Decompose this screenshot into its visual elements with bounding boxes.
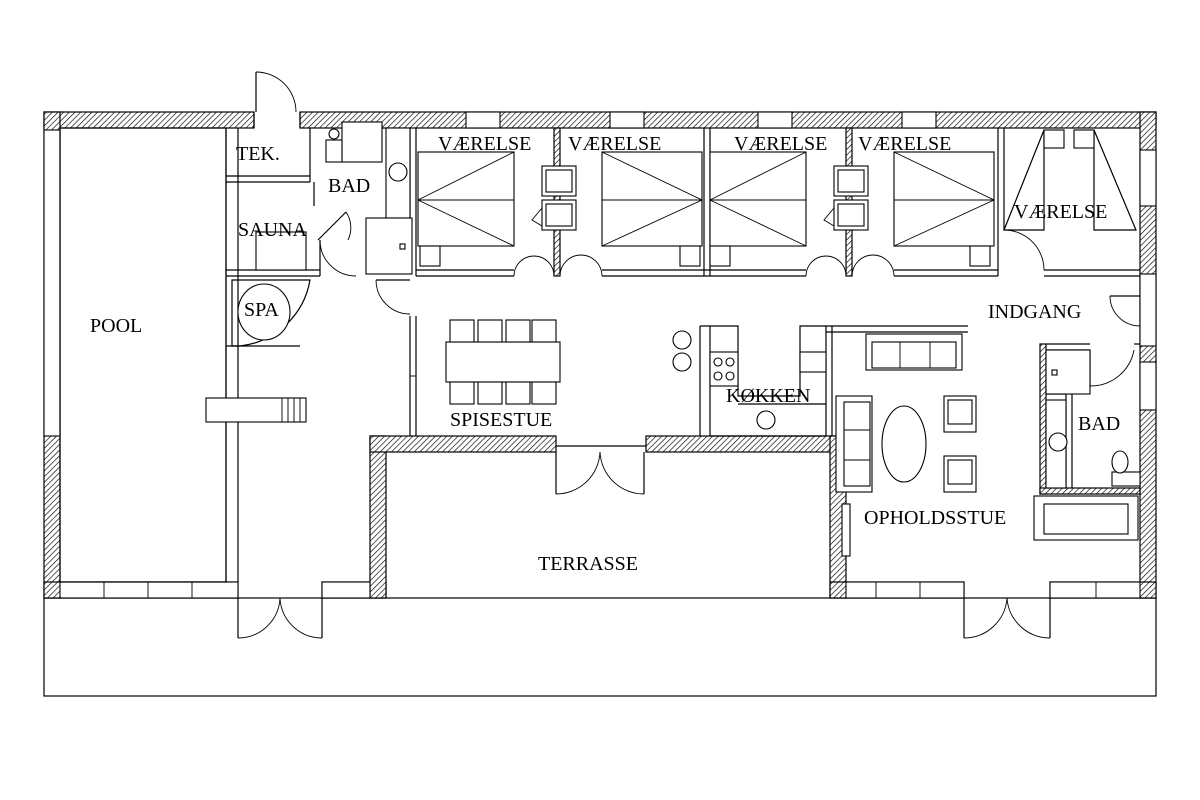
room-label-sauna: SAUNA: [238, 219, 307, 241]
bed: [893, 151, 995, 247]
doors: [237, 71, 1141, 639]
room-label-bad-1: BAD: [328, 175, 370, 197]
room-label-koekken: KØKKEN: [726, 385, 810, 407]
bed: [417, 151, 515, 247]
room-label-vaerelse-2: VÆRELSE: [568, 133, 661, 155]
room-label-vaerelse-5: VÆRELSE: [1014, 201, 1107, 223]
furniture: [205, 121, 1141, 557]
room-label-vaerelse-3: VÆRELSE: [734, 133, 827, 155]
room-label-opholdsstue: OPHOLDSSTUE: [864, 507, 1006, 529]
room-label-spisestue: SPISESTUE: [450, 409, 552, 431]
room-labels: POOL TEK. BAD SAUNA SPA VÆRELSE VÆRELSE …: [90, 133, 1120, 575]
room-label-bad-2: BAD: [1078, 413, 1120, 435]
room-label-terrasse: TERRASSE: [538, 553, 638, 575]
room-label-vaerelse-1: VÆRELSE: [438, 133, 531, 155]
dining-table: [445, 341, 561, 383]
room-label-indgang: INDGANG: [988, 301, 1081, 323]
bed: [601, 151, 703, 247]
terrace-outline: [43, 597, 1157, 697]
bed: [709, 151, 807, 247]
room-label-pool: POOL: [90, 315, 142, 337]
windows: [43, 111, 1157, 599]
coffee-table: [881, 405, 927, 483]
room-label-tek: TEK.: [236, 143, 280, 165]
room-label-vaerelse-4: VÆRELSE: [858, 133, 951, 155]
room-label-spa: SPA: [244, 299, 279, 321]
